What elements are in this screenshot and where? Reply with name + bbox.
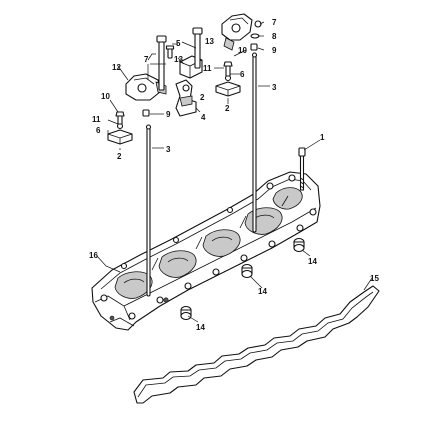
callout-2-left: 2 (117, 152, 122, 161)
rocker-housing-gasket (133, 285, 380, 404)
ball-socket-9-left (142, 109, 150, 117)
washer-8-right (250, 33, 260, 39)
seal-center (241, 263, 253, 279)
callout-10-right: 10 (238, 46, 247, 55)
leader-lines (96, 21, 373, 323)
callout-3-right: 3 (272, 83, 277, 92)
callout-1: 1 (320, 133, 325, 142)
callout-14-right: 14 (308, 257, 317, 266)
rocker-shaft-bolt-left (156, 35, 167, 91)
callout-9-left: 9 (166, 110, 171, 119)
rocker-arm-right (221, 13, 253, 51)
callout-14-center: 14 (258, 287, 267, 296)
callout-14-left: 14 (196, 323, 205, 332)
callout-16: 16 (89, 251, 98, 260)
push-rod-right (251, 52, 258, 233)
callouts: 1 16 14 14 14 15 3 3 7 13 5 13 12 4 9 10… (89, 18, 379, 332)
callout-2-right: 2 (225, 104, 230, 113)
callout-13-left: 13 (174, 55, 183, 64)
bolt-5 (165, 45, 175, 59)
pedestal-bolt (192, 27, 203, 69)
callout-12: 12 (112, 63, 121, 72)
ball-socket-9-right (250, 43, 258, 51)
push-rod-left (145, 124, 152, 297)
callout-10-left: 10 (101, 92, 110, 101)
lock-nut-7-right (254, 20, 262, 28)
callout-2-center: 2 (200, 93, 205, 102)
callout-7-right: 7 (272, 18, 277, 27)
callout-6-right: 6 (240, 70, 245, 79)
rocker-housing (91, 171, 321, 331)
seal-right (293, 237, 305, 253)
seal-left (180, 305, 192, 321)
crosshead-left (107, 111, 133, 145)
callout-4: 4 (201, 113, 206, 122)
callout-3-left: 3 (166, 145, 171, 154)
callout-9-right: 9 (272, 46, 277, 55)
callout-8: 8 (272, 32, 277, 41)
rocker-arm-center (175, 79, 197, 117)
crosshead-right (215, 61, 241, 97)
callout-11-left: 11 (92, 115, 101, 124)
callout-13-top: 13 (205, 37, 214, 46)
callout-5: 5 (176, 39, 181, 48)
callout-7-left: 7 (144, 55, 149, 64)
callout-15: 15 (370, 274, 379, 283)
housing-bolt (298, 147, 306, 191)
callout-6-left: 6 (96, 126, 101, 135)
callout-11-right: 11 (203, 64, 212, 73)
